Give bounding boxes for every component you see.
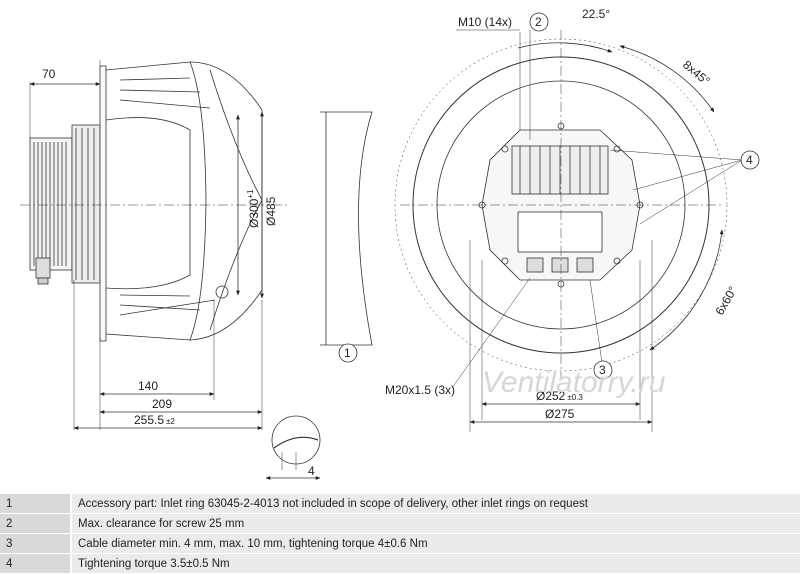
dim-485: Ø485	[264, 196, 278, 226]
note-text: Accessory part: Inlet ring 63045-2-4013 …	[70, 494, 800, 514]
callout-2: 2	[535, 15, 542, 29]
callout-3: 3	[599, 363, 606, 377]
dim-209: 209	[152, 397, 172, 411]
dim-255: 255.5±2	[134, 413, 175, 427]
note-number: 4	[0, 553, 71, 574]
note-text: Cable diameter min. 4 mm, max. 10 mm, ti…	[70, 533, 800, 554]
mounting-plate	[99, 65, 107, 342]
watermark: Ventilatorry.ru	[482, 366, 666, 399]
note-number: 1	[0, 494, 71, 514]
notes-table: 1 Accessory part: Inlet ring 63045-2-401…	[0, 494, 800, 574]
label-m20: M20x1.5 (3x)	[385, 383, 455, 397]
dim-70: 70	[42, 67, 56, 81]
table-row: 4 Tightening torque 3.5±0.5 Nm	[0, 553, 800, 574]
motor-housing	[29, 124, 101, 285]
dim-252: Ø252±0.3	[536, 389, 583, 403]
callout-4: 4	[746, 153, 753, 167]
impeller	[105, 61, 263, 341]
angle-8x45: 8x45°	[680, 58, 713, 89]
table-row: 1 Accessory part: Inlet ring 63045-2-401…	[0, 494, 800, 514]
angle-6x60: 6x60°	[712, 284, 740, 318]
table-row: 2 Max. clearance for screw 25 mm	[0, 513, 800, 534]
side-view	[20, 60, 373, 480]
dim-275: Ø275	[545, 407, 575, 421]
note-text: Max. clearance for screw 25 mm	[70, 513, 800, 534]
front-view	[394, 29, 743, 432]
inlet-ring	[320, 111, 373, 346]
callout-1: 1	[344, 346, 351, 360]
note-text: Tightening torque 3.5±0.5 Nm	[70, 553, 800, 574]
technical-drawing: 70 140 209 255.5±2 Ø300+1 Ø485 4 1	[20, 7, 760, 480]
label-m10: M10 (14x)	[458, 15, 512, 29]
dim-300: Ø300+1	[246, 189, 261, 228]
dim-4: 4	[308, 464, 315, 478]
note-number: 2	[0, 513, 71, 534]
note-number: 3	[0, 533, 71, 554]
table-row: 3 Cable diameter min. 4 mm, max. 10 mm, …	[0, 533, 800, 554]
angle-22-5: 22.5°	[582, 7, 610, 21]
dim-140: 140	[138, 379, 158, 393]
